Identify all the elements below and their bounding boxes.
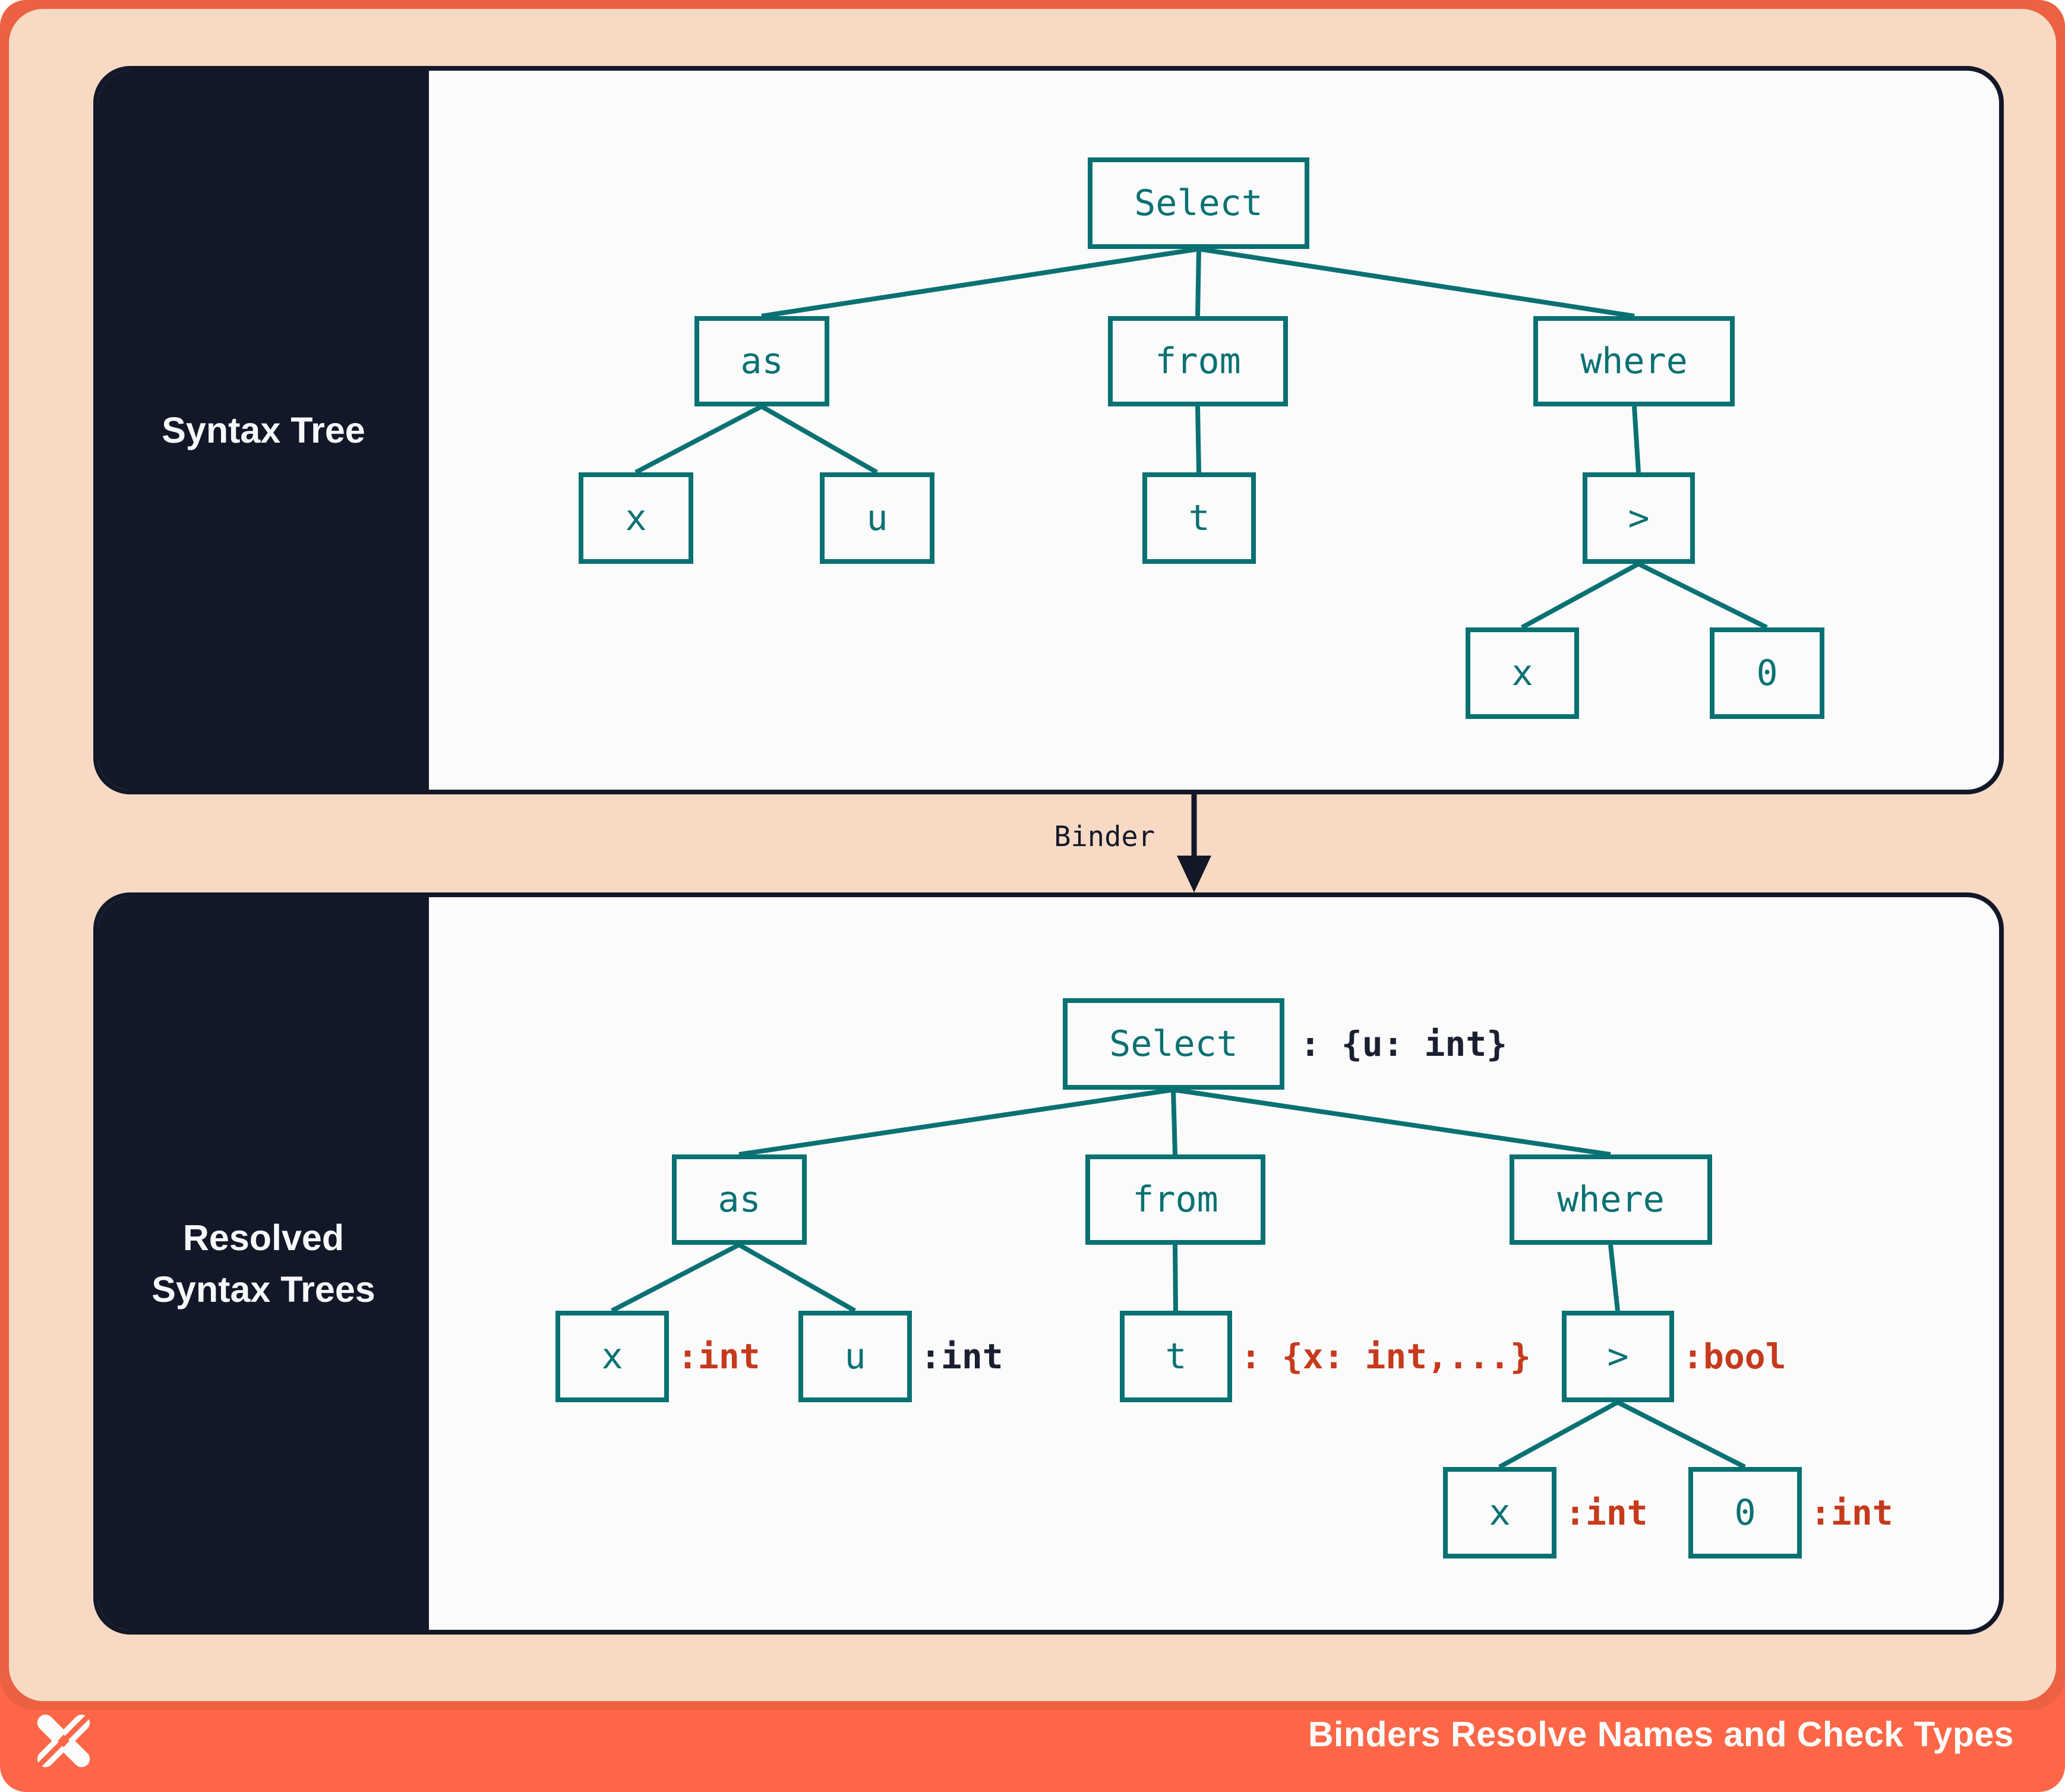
resolved-tree-edges bbox=[611, 1087, 1746, 1469]
syntax-tree-edges bbox=[634, 247, 1768, 630]
tree-node-t: t bbox=[1142, 472, 1256, 564]
type-annotation-x: :int bbox=[677, 1336, 760, 1377]
type-annotation-x: :int bbox=[1565, 1493, 1648, 1533]
tree-node-x: x bbox=[1443, 1467, 1556, 1558]
tree-edge bbox=[634, 404, 763, 475]
tree-edge bbox=[1195, 248, 1201, 317]
resolved-syntax-trees-sidebar: Resolved Syntax Trees bbox=[98, 897, 429, 1630]
type-annotation-t: : {x: int,...} bbox=[1240, 1336, 1531, 1377]
type-annotation-gt: :bool bbox=[1682, 1336, 1786, 1377]
footer-title: Binders Resolve Names and Check Types bbox=[1308, 1715, 2014, 1754]
tree-edge bbox=[1521, 561, 1640, 630]
tree-edge bbox=[738, 1087, 1174, 1157]
tree-node-gt: > bbox=[1583, 472, 1695, 564]
tree-edge bbox=[1498, 1400, 1619, 1469]
type-annotation-select: : {u: int} bbox=[1300, 1024, 1508, 1064]
resolved-label-line1: Resolved bbox=[182, 1217, 345, 1258]
tree-edge bbox=[1616, 1400, 1746, 1469]
resolved-syntax-trees-panel: Select : {u: int} as from where x :int u… bbox=[93, 892, 2004, 1635]
tree-node-as: as bbox=[672, 1154, 807, 1245]
type-annotation-zero: :int bbox=[1810, 1493, 1893, 1533]
type-annotation-u: :int bbox=[920, 1336, 1003, 1377]
tree-edge bbox=[760, 404, 878, 475]
resolved-label-line2: Syntax Trees bbox=[151, 1269, 375, 1310]
tree-node-select: Select bbox=[1063, 998, 1284, 1090]
tree-edge bbox=[1632, 406, 1641, 473]
syntax-tree-panel: Select as from where x u t > x 0 Syntax … bbox=[93, 66, 2004, 794]
tree-node-u: u bbox=[820, 472, 934, 564]
tree-node-from: from bbox=[1108, 316, 1288, 406]
tree-edge bbox=[1171, 1089, 1177, 1155]
syntax-tree-label: Syntax Tree bbox=[162, 409, 365, 450]
tree-node-x: x bbox=[1466, 627, 1579, 719]
tree-edge bbox=[611, 1242, 740, 1313]
tree-node-as: as bbox=[694, 316, 829, 406]
tree-edge bbox=[738, 1242, 856, 1313]
binder-label: Binder bbox=[1054, 821, 1155, 853]
tree-edge bbox=[761, 247, 1199, 318]
tree-node-zero: 0 bbox=[1710, 627, 1824, 719]
tree-node-where: where bbox=[1533, 316, 1735, 406]
tree-node-x: x bbox=[555, 1311, 669, 1402]
tree-node-x: x bbox=[579, 472, 693, 564]
tree-node-u: u bbox=[798, 1311, 912, 1402]
tree-node-select: Select bbox=[1088, 157, 1309, 249]
tree-edge bbox=[1608, 1244, 1620, 1311]
tree-node-t: t bbox=[1120, 1311, 1232, 1402]
tree-edge bbox=[1173, 1087, 1611, 1157]
resolved-syntax-trees-label: Resolved Syntax Trees bbox=[151, 1212, 375, 1315]
tree-edge bbox=[1637, 561, 1768, 630]
tree-node-gt: > bbox=[1562, 1311, 1674, 1402]
tree-node-zero: 0 bbox=[1688, 1467, 1802, 1558]
tree-node-from: from bbox=[1085, 1154, 1265, 1245]
tree-edge bbox=[1195, 406, 1201, 473]
tree-edge bbox=[1198, 247, 1635, 318]
tree-node-where: where bbox=[1510, 1154, 1712, 1245]
syntax-tree-sidebar: Syntax Tree bbox=[98, 71, 429, 790]
footer-bar: Binders Resolve Names and Check Types bbox=[0, 1700, 2065, 1792]
pinwheel-x-logo-icon bbox=[35, 1712, 92, 1769]
tree-edge bbox=[1173, 1244, 1178, 1311]
binder-arrow-icon bbox=[1177, 794, 1211, 892]
